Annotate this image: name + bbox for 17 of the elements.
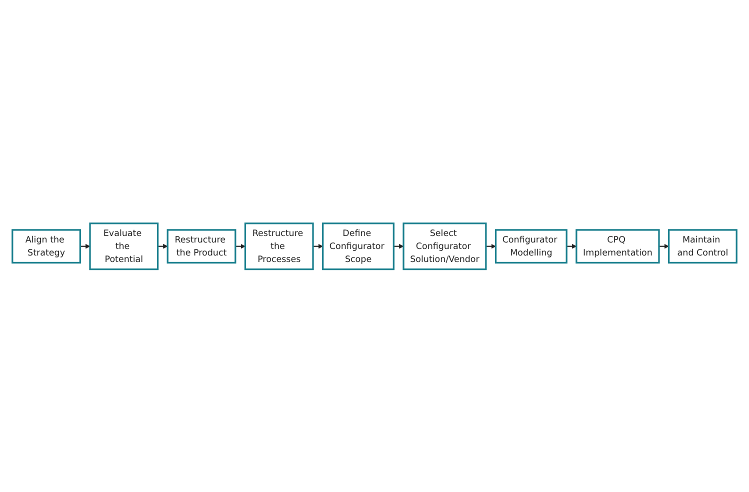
arrow	[313, 244, 324, 248]
node-box: Restructure the Processes	[244, 222, 314, 270]
node-box: Define Configurator Scope	[322, 222, 394, 270]
node-box: Select Configurator Solution/Vendor	[402, 222, 487, 270]
node-box: CPQ Implementation	[576, 228, 660, 264]
arrow	[158, 244, 168, 248]
arrow	[394, 244, 404, 248]
arrow	[566, 244, 577, 248]
node-box: Evaluate the Potential	[89, 222, 159, 270]
arrow	[486, 244, 496, 248]
node-box: Maintain and Control	[668, 228, 738, 264]
node-box: Configurator Modelling	[494, 228, 568, 264]
arrow	[80, 244, 90, 248]
node-box: Align the Strategy	[12, 228, 81, 264]
node-box: Restructure the Product	[166, 228, 236, 264]
arrow	[235, 244, 246, 248]
arrow	[659, 244, 670, 248]
